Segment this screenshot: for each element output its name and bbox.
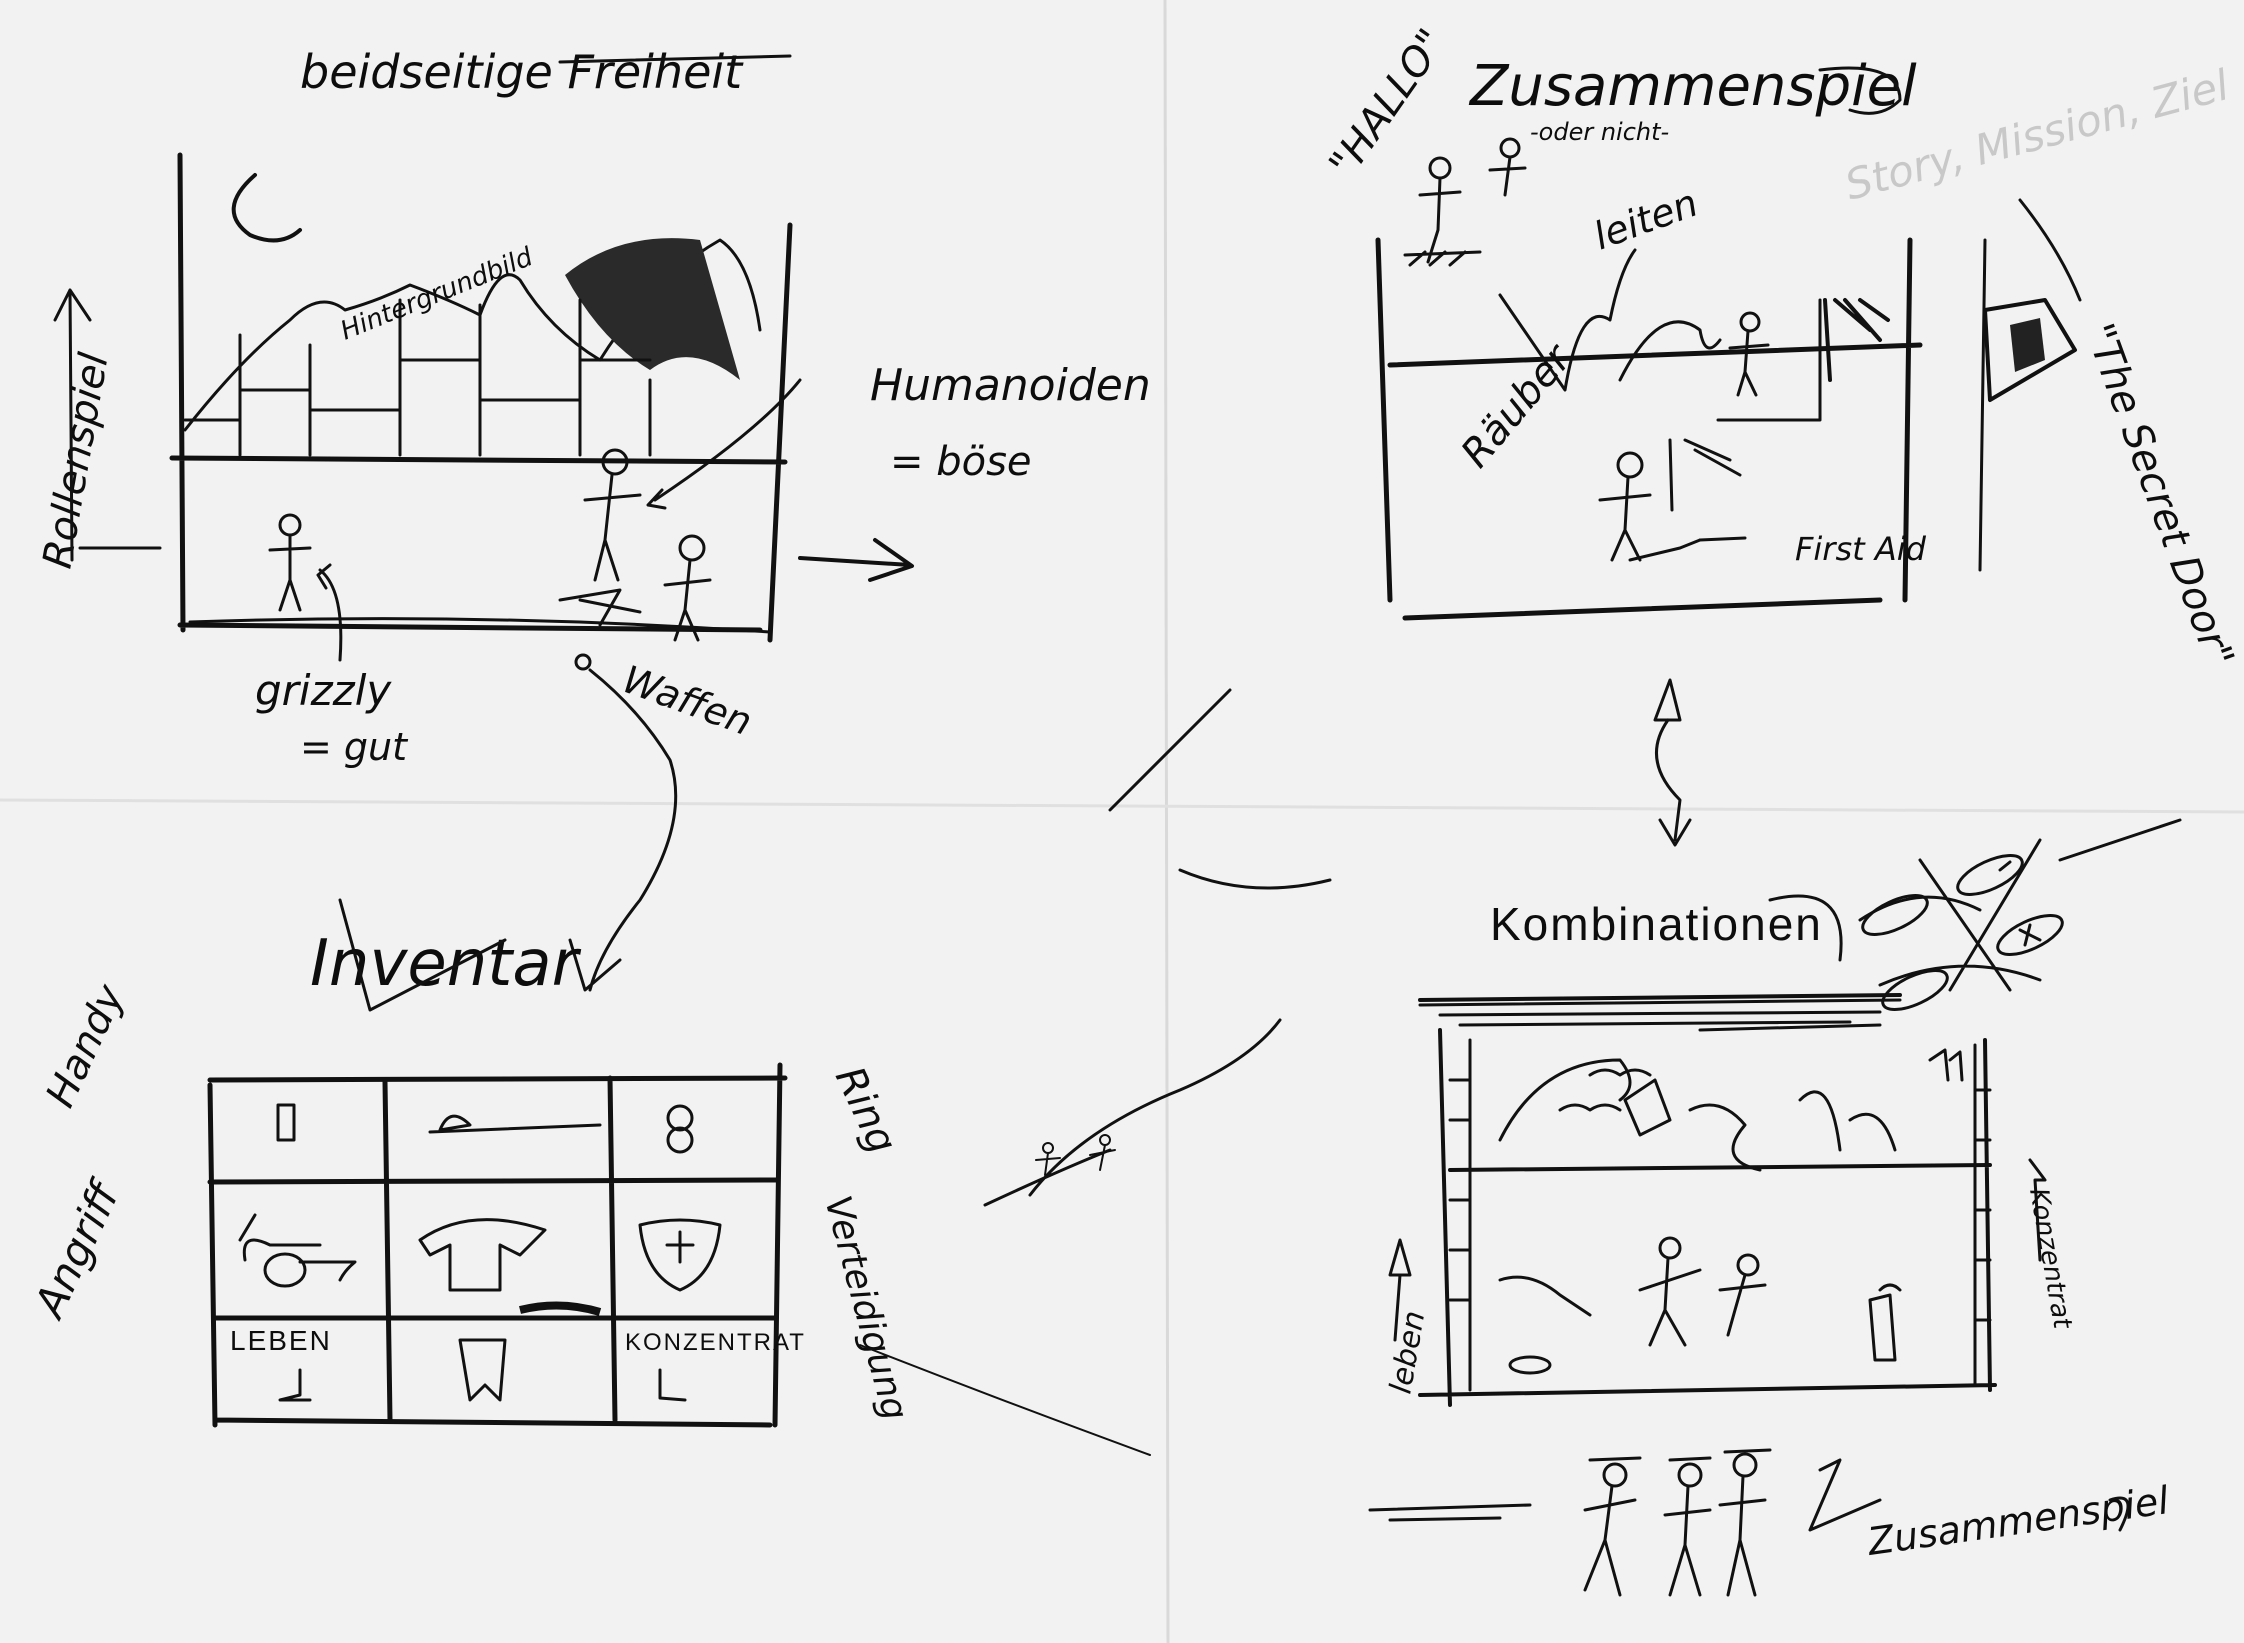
- top-right-subtitle: -oder nicht-: [1530, 118, 1669, 146]
- handy-icon: [276, 1103, 296, 1142]
- scene-decoration: [1498, 1048, 1964, 1172]
- inventar-title: Inventar: [310, 927, 582, 1001]
- sky-hatching: [1418, 998, 1992, 1392]
- cell-leben: LEBEN: [230, 1325, 332, 1356]
- enemy-raeuber-label: Räuber: [1452, 335, 1582, 477]
- background-label: Hintergrundbild: [336, 242, 537, 347]
- label-ring: Ring: [826, 1060, 906, 1161]
- concentration-boot-icon: [658, 1368, 687, 1402]
- label-verteidigung: Verteidigung: [816, 1192, 915, 1425]
- armor-shirt-icon: [418, 1218, 547, 1292]
- panel-top-right: "HALLO" Zusammenspiel -oder nicht- leite…: [1321, 21, 2243, 847]
- left-label-leben: leben: [1383, 1308, 1432, 1396]
- pants-icon: [458, 1338, 507, 1402]
- attack-weapon-icon: [238, 1213, 322, 1262]
- panel-top-left: beidseitige Freiheit Hintergrundbild Rol…: [35, 45, 1151, 992]
- top-right-title: Zusammenspiel: [1468, 54, 1917, 119]
- jump-label: leiten: [1588, 181, 1703, 259]
- arrow-right-icon: [798, 538, 914, 582]
- shaded-mountain: [565, 238, 740, 380]
- humanoid-figures: [558, 448, 712, 642]
- panel-bottom-left: Inventar Handy Angriff Ring Verteidigung…: [23, 898, 1151, 1456]
- panel-bottom-right: Kombinationen: [1368, 818, 2182, 1597]
- inventory-slot-icons: [238, 1103, 722, 1402]
- platform-figures: [1598, 298, 1890, 562]
- enemy-label: Humanoiden: [870, 360, 1151, 411]
- inventory-grid: [207, 1062, 788, 1428]
- double-arrow-icon: [1653, 678, 1692, 847]
- zusammenspiel-trio: [1368, 1448, 2130, 1597]
- combination-grid-icon: [1858, 818, 2182, 1011]
- tiny-figures-sketch: [1035, 1134, 1116, 1176]
- top-left-frame: [169, 152, 793, 643]
- top-right-frame: [1375, 237, 1923, 621]
- center-game-title: [983, 688, 1332, 1207]
- label-handy: Handy: [37, 977, 134, 1115]
- kombinationen-title: Kombinationen: [1490, 898, 1823, 950]
- leben-boot-icon: [278, 1368, 312, 1402]
- label-angriff: Angriff: [23, 1171, 130, 1327]
- enemy-note: = böse: [890, 439, 1032, 485]
- weapon-label: Waffen: [617, 657, 758, 744]
- grizzly-note: = gut: [300, 725, 409, 769]
- grizzly-label: grizzly: [255, 666, 392, 715]
- cell-konzentration: KONZENTRAT: [625, 1329, 806, 1356]
- moon-icon: [231, 173, 302, 243]
- top-left-title: beidseitige Freiheit: [300, 45, 744, 99]
- shield-icon: [638, 1218, 722, 1292]
- secret-door-label: "The Secret Door": [2076, 318, 2243, 673]
- first-aid-label: First Aid: [1795, 530, 1927, 568]
- hat-icon: [428, 1114, 602, 1134]
- combat-figures: [1388, 1158, 2047, 1375]
- top-right-small-figures: [1403, 137, 1527, 267]
- ring-icon: [666, 1104, 694, 1132]
- grizzly-figure: [268, 513, 312, 612]
- bottom-right-frame: [1418, 993, 1997, 1407]
- bottom-zusammenspiel-label: Zusammenspiel: [1864, 1478, 2172, 1564]
- right-label-konzentrat: Konzentrat: [2023, 1186, 2077, 1331]
- side-label-rollenspiel: Rollenspiel: [35, 350, 118, 572]
